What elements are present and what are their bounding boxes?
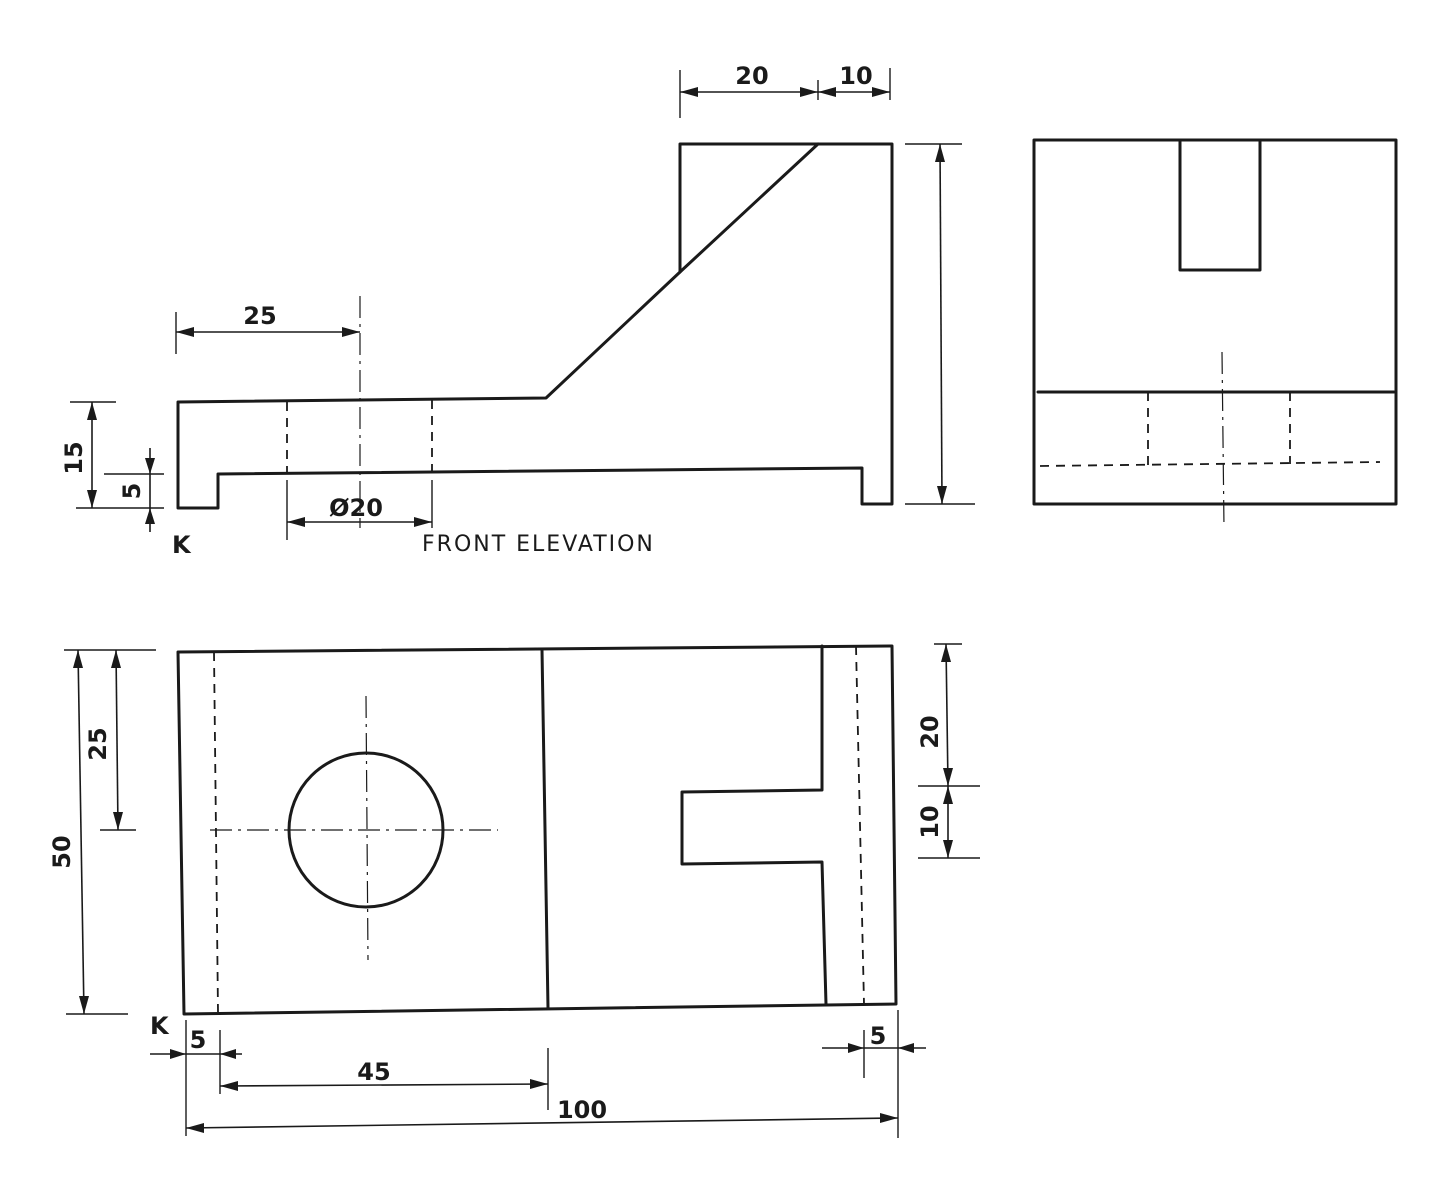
dim-label-20: 20 xyxy=(735,62,768,90)
arrow xyxy=(680,87,698,97)
arrow xyxy=(898,1043,914,1053)
arrow xyxy=(220,1081,238,1091)
arrow xyxy=(176,327,194,337)
arrow xyxy=(872,87,890,97)
end-view-hidden-horizontal xyxy=(1039,461,1381,467)
arrow xyxy=(818,87,836,97)
arrow xyxy=(145,458,155,474)
arrow xyxy=(220,1049,236,1059)
plan-slot xyxy=(680,644,828,1006)
arrow xyxy=(145,508,155,524)
point-label-k-plan: K xyxy=(150,1012,170,1040)
dim-line-50 xyxy=(77,649,85,1015)
arrow xyxy=(943,786,953,804)
dim-label-25: 25 xyxy=(243,302,276,330)
arrow xyxy=(943,768,953,786)
end-view-slot xyxy=(1178,138,1262,272)
arrow xyxy=(800,87,818,97)
dim-label-100: 100 xyxy=(557,1096,607,1124)
arrow xyxy=(73,650,83,668)
dim-label-50: 50 xyxy=(48,835,76,868)
dim-label-20-plan: 20 xyxy=(916,715,944,748)
dim-label-25-plan: 25 xyxy=(84,727,112,760)
plan-hidden-left xyxy=(213,651,219,1013)
end-view xyxy=(1032,138,1398,529)
front-elevation-outline xyxy=(176,142,894,510)
point-label-k-front: K xyxy=(172,531,192,559)
end-view-outline xyxy=(1032,138,1398,506)
plan-step-line xyxy=(540,648,550,1010)
arrow xyxy=(941,644,951,662)
arrow xyxy=(342,327,360,337)
plan-outline xyxy=(176,644,898,1016)
plan-hidden-right xyxy=(855,645,865,1005)
arrow xyxy=(87,490,97,508)
dim-label-dia-20: Ø20 xyxy=(329,494,383,522)
dim-line-20-plan xyxy=(945,643,949,787)
dim-line-45 xyxy=(219,1083,549,1087)
arrow xyxy=(170,1049,186,1059)
dim-line-height xyxy=(939,143,943,505)
dim-line-100 xyxy=(185,1117,899,1129)
dim-label-5: 5 xyxy=(118,483,146,500)
dim-label-10: 10 xyxy=(839,62,872,90)
dim-line-25-plan xyxy=(115,649,119,831)
arrow xyxy=(414,517,432,527)
dim-label-15: 15 xyxy=(60,441,88,474)
arrow xyxy=(113,812,123,830)
arrow xyxy=(87,402,97,420)
dim-label-5-left: 5 xyxy=(190,1026,207,1054)
front-elevation-caption: FRONT ELEVATION xyxy=(422,532,655,557)
dim-label-5-right: 5 xyxy=(870,1022,887,1050)
front-elevation-inclined-edge xyxy=(678,142,820,274)
plan-view: 50 25 20 10 5 5 xyxy=(48,643,980,1138)
dim-label-10-plan: 10 xyxy=(916,805,944,838)
arrow xyxy=(935,144,945,162)
arrow xyxy=(111,650,121,668)
end-view-centre-line xyxy=(1221,351,1225,529)
arrow xyxy=(186,1123,204,1133)
arrow xyxy=(943,840,953,858)
arrow xyxy=(287,517,305,527)
arrow xyxy=(937,486,947,504)
arrow xyxy=(530,1079,548,1089)
plan-hole-centre-vertical xyxy=(365,695,369,961)
arrow xyxy=(848,1043,864,1053)
dim-label-45: 45 xyxy=(357,1058,390,1086)
arrow xyxy=(79,996,89,1014)
front-elevation: 20 10 25 15 5 Ø20 K FRONT xyxy=(60,62,975,559)
arrow xyxy=(880,1113,898,1123)
